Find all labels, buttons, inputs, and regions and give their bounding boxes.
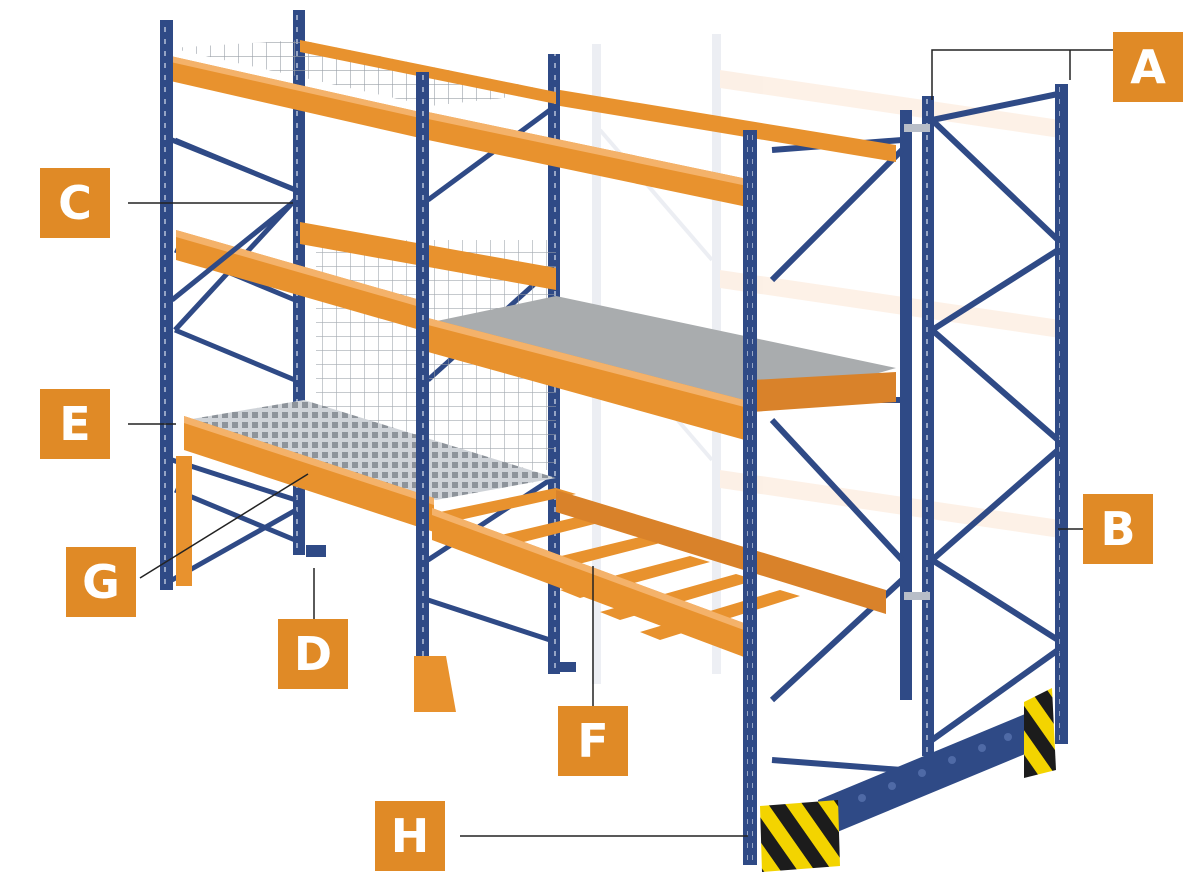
middle-beam-left — [176, 230, 420, 330]
callout-d-label: D — [278, 619, 348, 689]
end-barrier-holes — [858, 733, 1012, 802]
callout-b-label: B — [1083, 494, 1153, 564]
callout-a-label: A — [1113, 32, 1183, 102]
callout-c-label: C — [40, 168, 110, 238]
top-mesh-deck — [170, 40, 556, 106]
lower-beam-left — [184, 416, 434, 532]
top-beam-right-rear — [560, 90, 896, 162]
middle-beam-right-rear — [752, 372, 896, 412]
upright-front-middle — [416, 72, 429, 712]
row-spacer-bottom — [904, 592, 930, 600]
callout-g-label: G — [66, 547, 136, 617]
upright-front-right — [743, 130, 757, 865]
lower-beam-right — [432, 508, 752, 660]
lower-beam-right-rear — [556, 490, 886, 614]
middle-beam-right — [428, 318, 752, 442]
lower-beam-left-highlight — [184, 416, 434, 505]
upright-front-left — [160, 20, 298, 590]
callout-h-label: H — [375, 801, 445, 871]
column-guard-left — [176, 456, 192, 586]
row-spacer-top — [904, 124, 930, 132]
leader-line-a — [931, 49, 1113, 100]
leader-line-g — [139, 473, 309, 579]
column-guard-middle — [414, 656, 456, 712]
upright-frame-rear-right — [769, 110, 912, 773]
callout-f-label: F — [558, 706, 628, 776]
leader-lines — [128, 49, 1113, 837]
upright-frame-side — [922, 84, 1068, 756]
hazard-guard-front — [760, 800, 840, 872]
top-beam-left — [166, 55, 420, 138]
middle-beam-right-highlight — [428, 318, 752, 409]
callout-e-label: E — [40, 389, 110, 459]
grid-deck — [186, 400, 556, 500]
top-beam-left-highlight — [166, 55, 420, 118]
hazard-guard-rear — [1024, 688, 1056, 778]
top-beam-right-highlight — [428, 112, 752, 187]
lower-beam-right-highlight — [432, 508, 752, 633]
